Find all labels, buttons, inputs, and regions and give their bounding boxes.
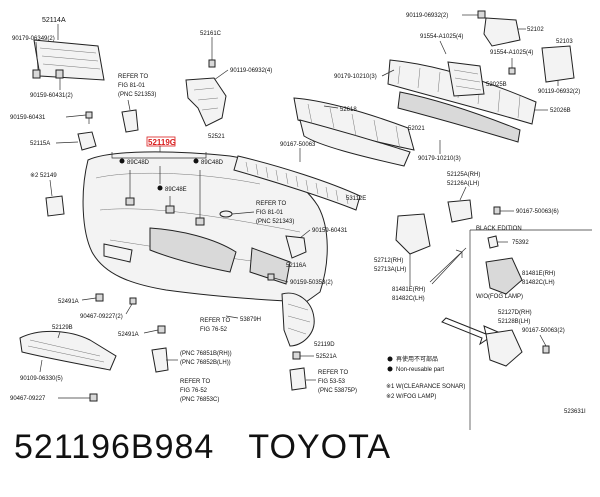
label-90467-09227-2: 90467-09227(2)	[80, 314, 123, 320]
note-fog-lamp: ※2 W/FOG LAMP)	[386, 394, 436, 400]
label-52618: 52618	[340, 107, 357, 113]
label-75392: 75392	[512, 240, 529, 246]
legend-non-reusable-en: Non-reusable part	[396, 367, 444, 373]
legend-non-reusable-jp: 再使用不可部品	[396, 355, 438, 363]
label-91554-A1025-b: 91554-A1025(4)	[490, 50, 533, 56]
refer-81-01-a-line1: REFER TO	[118, 74, 148, 80]
label-52491A-b: 52491A	[118, 332, 139, 338]
label-90159-50353: 90159-50353(2)	[290, 280, 333, 286]
label-90467-09227: 90467-09227	[10, 396, 46, 402]
refer-81-01-a-line3: (PNC 521353)	[118, 92, 156, 98]
label-52116A: 52116A	[286, 263, 306, 269]
label-90179-06349: 90179-06349(2)	[12, 36, 55, 42]
label-52114A: 52114A	[42, 17, 66, 24]
label-90109-06330: 90109-06330(5)	[20, 376, 63, 382]
label-52521A: 52521A	[316, 354, 337, 360]
cover-52149	[45, 195, 65, 217]
label-52161C: 52161C	[200, 31, 222, 37]
label-89C48D-a: 89C48D	[127, 160, 150, 166]
label-90167-50063-2: 90167-50063(2)	[522, 328, 565, 334]
label-52128B-lh: 52128B(LH)	[498, 319, 530, 325]
label-89C48E: 89C48E	[165, 187, 187, 193]
label-52126A-lh: 52126A(LH)	[447, 181, 479, 187]
refer-53-53-line1: REFER TO	[318, 370, 348, 376]
refer-76-52-a-line4: (PNC 76852B(LH))	[180, 360, 231, 366]
label-90119-06932-4: 90119-06932(4)	[230, 68, 272, 74]
label-52125A-rh: 52125A(RH)	[447, 172, 480, 178]
part-caption: 521196B984 TOYOTA	[14, 428, 391, 467]
note-clearance-sonar: ※1 W(CLEARANCE SONAR)	[386, 384, 465, 390]
figure-code: 523631I	[564, 409, 586, 415]
label-90119-06932-2-a: 90119-06932(2)	[406, 13, 448, 19]
fog-lamp-cover-black	[485, 257, 523, 295]
bumper-cover-52119	[82, 151, 328, 303]
refer-53-53-line3: (PNC 53875P)	[318, 388, 357, 394]
label-52115A: 52115A	[30, 141, 50, 147]
label-black-edition: BLACK EDITION	[476, 226, 522, 232]
license-bracket-52114A	[32, 39, 105, 81]
mark-2: ※2	[30, 173, 39, 179]
brand-name: TOYOTA	[248, 428, 391, 466]
highlighted-part-52119G: 52119G	[148, 138, 176, 147]
label-52021: 52021	[408, 126, 425, 132]
label-52119D: 52119D	[314, 342, 335, 348]
bracket-52521	[185, 77, 227, 127]
label-52491A-a: 52491A	[58, 299, 79, 305]
part-number: 521196B984	[14, 428, 215, 466]
label-90119-06932-2-b: 90119-06932(2)	[538, 89, 580, 95]
fog-lamp-cover-52127D	[485, 329, 523, 367]
label-52026B: 52026B	[550, 108, 571, 114]
bracket-52102	[483, 17, 521, 47]
label-81482C-lh-b: 81482C(LH)	[522, 280, 555, 286]
label-90167-50063: 90167-50063	[280, 142, 316, 148]
refer-81-01-b-line1: REFER TO	[256, 201, 286, 207]
label-52025B: 52025B	[486, 82, 507, 88]
label-91554-A1025-a: 91554-A1025(4)	[420, 34, 463, 40]
refer-76-52-a-line3: (PNC 76851B(RH))	[180, 351, 232, 357]
retainer-52115A	[77, 131, 97, 151]
refer-53-53-line2: FIG 53-53	[318, 379, 346, 385]
label-52103: 52103	[556, 39, 573, 45]
label-90159-60431-c: 90159-60431	[312, 228, 348, 234]
label-52129B: 52129B	[52, 325, 73, 331]
screw-90159-60431	[85, 111, 93, 124]
label-89C48D-b: 89C48D	[201, 160, 224, 166]
label-90159-60431-a: 90159-60431(2)	[30, 93, 73, 99]
bracket-52025B	[447, 61, 485, 97]
refer-81-01-b-line3: (PNC 521343)	[256, 219, 294, 225]
label-52712-rh: 52712(RH)	[374, 258, 403, 264]
label-52713A-lh: 52713A(LH)	[374, 267, 406, 273]
label-52149: 52149	[40, 173, 57, 179]
label-81482C-lh: 81482C(LH)	[392, 296, 425, 302]
under-cover-52119D	[281, 292, 315, 347]
bracket-52103	[541, 45, 575, 83]
label-wo-fog-lamp: W/O(FOG LAMP)	[476, 294, 523, 300]
support-52116A	[285, 235, 307, 259]
label-52102: 52102	[527, 27, 544, 33]
retainer-52125A	[447, 199, 473, 223]
lower-absorber-52129B	[19, 330, 117, 371]
grille-53112E	[233, 155, 361, 211]
label-53879H: 53879H	[240, 317, 261, 323]
refer-76-52-b-line1: REFER TO	[180, 379, 210, 385]
label-52127D-rh: 52127D(RH)	[498, 310, 532, 316]
refer-81-01-a-line2: FIG 81-01	[118, 83, 146, 89]
foglamp-bezel	[395, 213, 431, 255]
label-81481E-rh: 81481E(RH)	[392, 287, 425, 293]
label-53112E: 53112E	[346, 196, 366, 202]
refer-76-52-a-line2: FIG 76-52	[200, 327, 228, 333]
label-52521: 52521	[208, 134, 225, 140]
label-81481E-rh-b: 81481E(RH)	[522, 271, 555, 277]
label-90179-10210-b: 90179-10210(3)	[418, 156, 461, 162]
label-90167-50063-6: 90167-50063(6)	[516, 209, 559, 215]
reinforcement-52021	[293, 97, 415, 167]
refer-76-52-a-line1: REFER TO	[200, 318, 230, 324]
refer-76-52-b-line2: FIG 76-52	[180, 388, 208, 394]
parts-diagram: 52114A 90179-06349(2) 90159-60431(2) 901…	[10, 10, 592, 430]
label-90159-60431-b: 90159-60431	[10, 115, 46, 121]
refer-76-52-b-line3: (PNC 76853C)	[180, 397, 219, 403]
refer-81-01-b-line2: FIG 81-01	[256, 210, 284, 216]
label-90179-10210-a: 90179-10210(3)	[334, 74, 377, 80]
